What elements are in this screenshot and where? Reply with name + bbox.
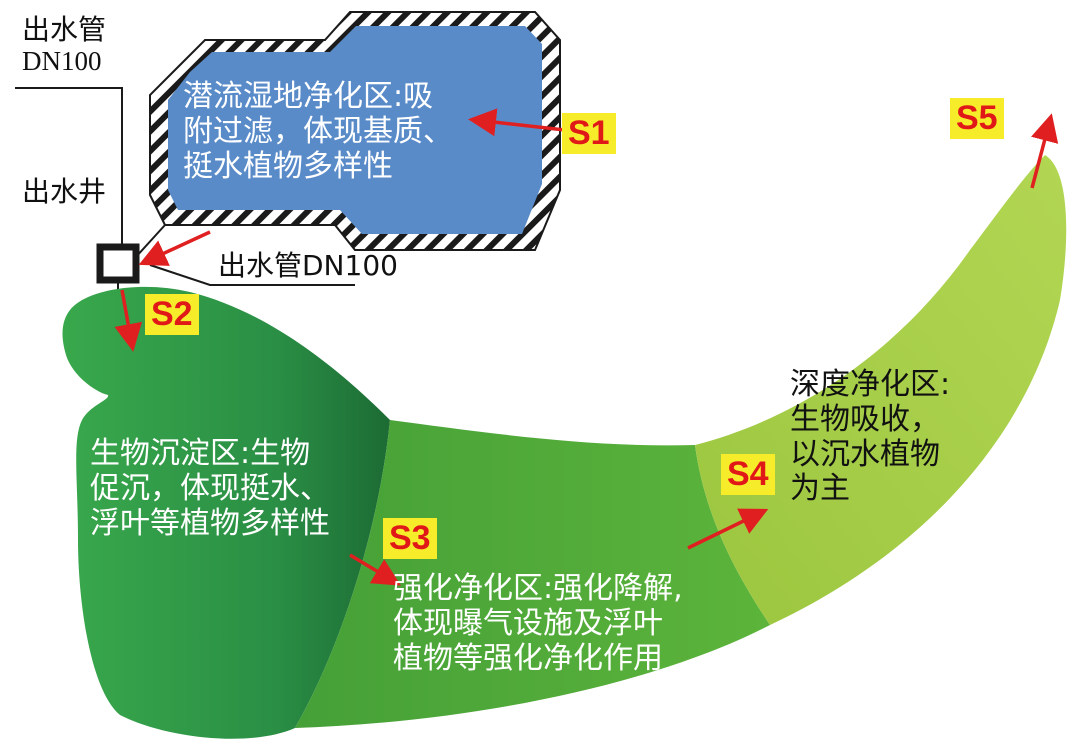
station-s3-badge: S3 [383,518,437,559]
outlet-well [96,243,140,284]
deep-zone-label: 深度净化区: 生物吸收， 以沉水植物 为主 [790,367,951,507]
sedimentation-zone [62,286,391,739]
station-s2-badge: S2 [145,294,199,335]
outlet-pipe-label-right: 出水管DN100 [218,249,398,282]
outlet-pipe-left-line1: 出水管 [22,13,107,46]
subsurface-wetland-zone [168,26,542,234]
arrow-s4 [687,508,769,550]
station-s4-badge: S4 [721,454,775,495]
arrow-s2 [114,289,143,352]
station-s5-badge: S5 [950,98,1004,139]
outlet-well-label: 出水井 [22,175,107,208]
sedimentation-zone-label: 生物沉淀区:生物 促沉，体现挺水、 浮叶等植物多样性 [90,436,330,541]
enhanced-zone [295,420,770,728]
arrow-s3 [349,553,402,586]
arrow-s5 [1030,113,1059,189]
arrow-well [138,230,211,266]
outlet-pipe-left-line2: DN100 [22,46,102,77]
arrow-s1 [468,108,566,137]
subsurface-zone-label: 潜流湿地净化区:吸 附过滤，体现基质、 挺水植物多样性 [183,79,453,184]
deep-zone [695,155,1067,625]
station-s1-badge: S1 [562,113,616,154]
enhanced-zone-label: 强化净化区:强化降解, 体现曝气设施及浮叶 植物等强化净化作用 [393,571,683,676]
flow-arrows [114,108,1059,586]
outlet-pipe-label-left: 出水管 DN100 [22,13,107,78]
